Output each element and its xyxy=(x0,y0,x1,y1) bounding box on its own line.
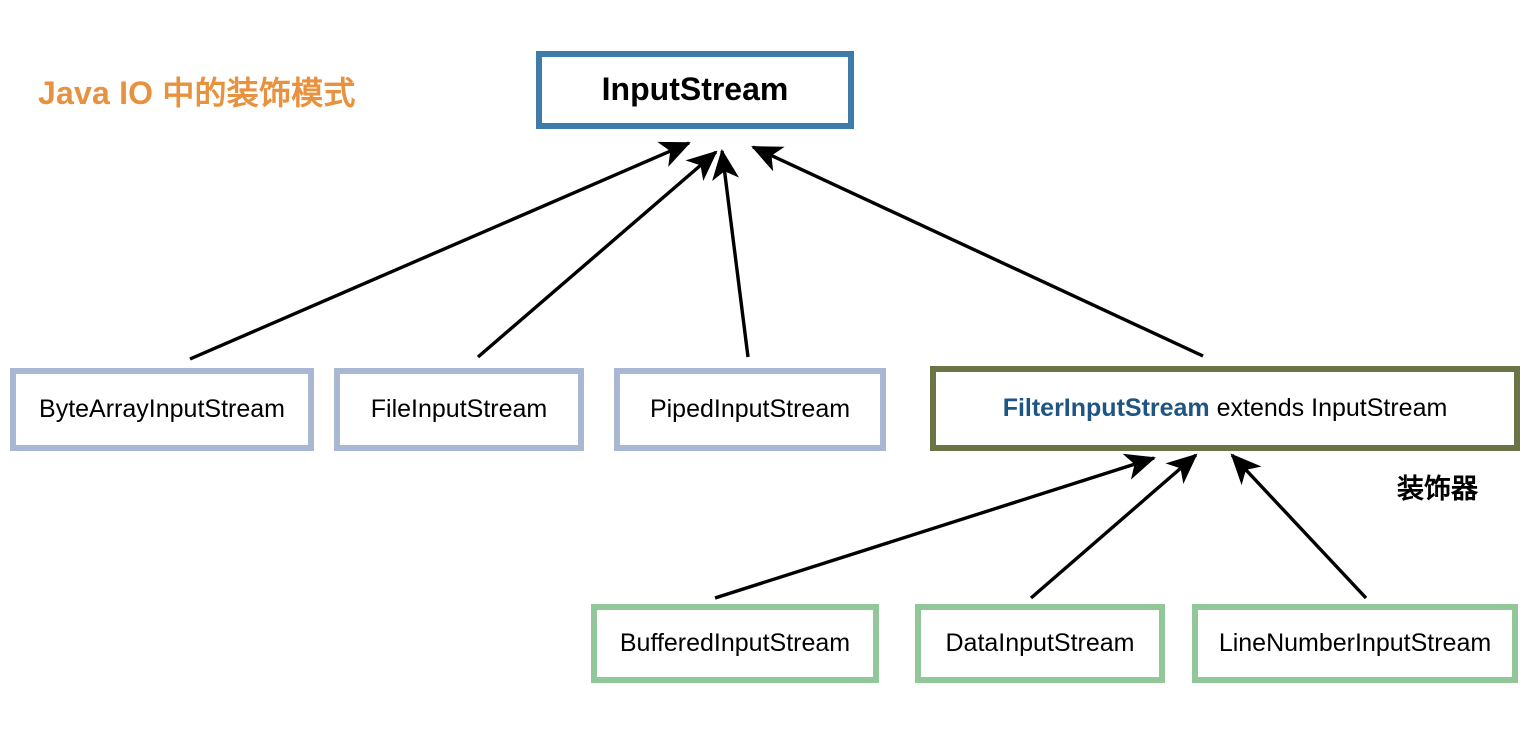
node-inputstream[interactable]: InputStream xyxy=(536,51,854,129)
arrow-data-to-filter xyxy=(1029,453,1198,600)
node-bytearrayinputstream-label: ByteArrayInputStream xyxy=(39,394,285,423)
node-datainputstream[interactable]: DataInputStream xyxy=(915,604,1165,683)
node-fileinputstream-label: FileInputStream xyxy=(370,394,548,423)
node-bytearrayinputstream[interactable]: ByteArrayInputStream xyxy=(10,368,314,451)
node-datainputstream-label: DataInputStream xyxy=(945,628,1135,657)
node-fileinputstream[interactable]: FileInputStream xyxy=(334,368,584,451)
arrow-piped-to-inputstream xyxy=(712,148,750,358)
node-pipedinputstream-label: PipedInputStream xyxy=(649,394,851,423)
arrow-filter-to-inputstream xyxy=(751,145,1204,358)
node-linenumberinputstream[interactable]: LineNumberInputStream xyxy=(1192,604,1518,683)
arrow-linenumber-to-filter xyxy=(1230,453,1368,600)
arrow-bytearray-to-inputstream xyxy=(189,141,691,361)
node-pipedinputstream[interactable]: PipedInputStream xyxy=(614,368,886,451)
node-filterinputstream-highlight: FilterInputStream xyxy=(1002,393,1210,422)
arrow-file-to-inputstream xyxy=(476,150,718,359)
node-inputstream-label: InputStream xyxy=(601,71,789,108)
node-bufferedinputstream-label: BufferedInputStream xyxy=(619,628,851,657)
arrow-buffered-to-filter xyxy=(714,453,1156,600)
node-filterinputstream-rest: extends InputStream xyxy=(1209,393,1448,422)
decorator-annotation: 装饰器 xyxy=(1397,474,1478,504)
node-bufferedinputstream[interactable]: BufferedInputStream xyxy=(591,604,879,683)
node-filterinputstream-label: FilterInputStream extends InputStream xyxy=(1002,393,1448,423)
node-filterinputstream[interactable]: FilterInputStream extends InputStream xyxy=(930,366,1520,451)
page-title: Java IO 中的装饰模式 xyxy=(38,75,356,111)
node-linenumberinputstream-label: LineNumberInputStream xyxy=(1218,628,1492,657)
